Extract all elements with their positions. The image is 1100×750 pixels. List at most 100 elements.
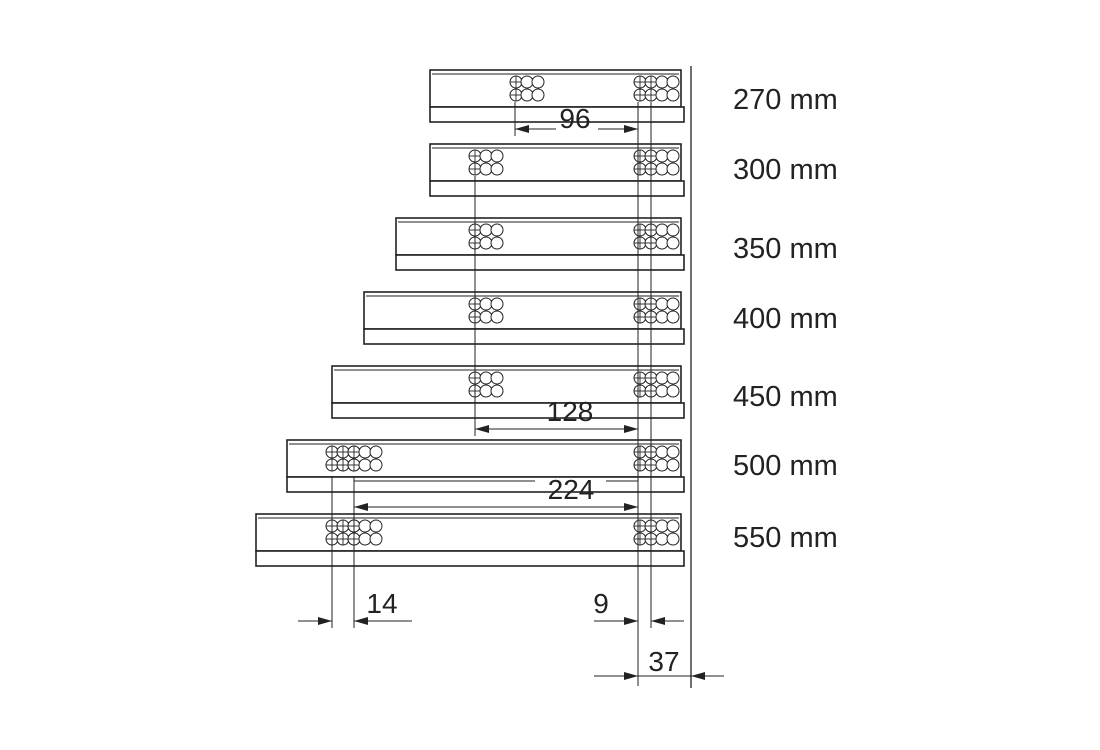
mounting-hole-marked [347, 458, 361, 472]
dimension-37-label: 37 [648, 646, 679, 677]
runner-lower-member [429, 106, 685, 123]
mounting-hole [479, 384, 493, 398]
mounting-hole [655, 88, 669, 102]
mounting-hole-marked [468, 149, 482, 163]
dimension-96: 96 [515, 103, 638, 134]
mounting-hole [369, 458, 383, 472]
length-label-400: 400 mm [733, 303, 838, 335]
mounting-hole-marked [633, 519, 647, 533]
runner-upper-member [286, 439, 682, 478]
mounting-hole [479, 236, 493, 250]
mounting-hole [655, 532, 669, 546]
mounting-hole [666, 236, 680, 250]
mounting-hole [666, 384, 680, 398]
mounting-hole [655, 371, 669, 385]
runner-upper-member [255, 513, 682, 552]
mounting-hole [490, 236, 504, 250]
mounting-hole [358, 458, 372, 472]
dimension-9: 9 [593, 588, 684, 625]
runner-500 [286, 439, 685, 493]
mounting-hole-marked [633, 384, 647, 398]
runner-300 [429, 143, 685, 197]
mounting-hole-marked [633, 458, 647, 472]
mounting-hole [490, 384, 504, 398]
mounting-hole [369, 532, 383, 546]
dimension-96-label: 96 [559, 103, 590, 134]
mounting-hole [490, 223, 504, 237]
length-label-500: 500 mm [733, 450, 838, 482]
mounting-hole-marked [336, 458, 350, 472]
mounting-hole-marked [325, 458, 339, 472]
dimension-128: 128 [475, 396, 638, 433]
mounting-hole [479, 310, 493, 324]
mounting-hole [520, 75, 534, 89]
runner-upper-member [331, 365, 682, 404]
mounting-hole-marked [347, 445, 361, 459]
runner-400 [363, 291, 685, 345]
mounting-hole-marked [325, 445, 339, 459]
mounting-hole [369, 445, 383, 459]
mounting-hole [666, 458, 680, 472]
runner-upper-member [363, 291, 682, 330]
mounting-hole [655, 519, 669, 533]
mounting-hole [666, 162, 680, 176]
mounting-hole-marked [336, 532, 350, 546]
mounting-hole [531, 88, 545, 102]
mounting-hole-marked [633, 310, 647, 324]
mounting-hole [666, 88, 680, 102]
mounting-hole [655, 458, 669, 472]
mounting-hole-marked [509, 88, 523, 102]
mounting-hole-marked [509, 75, 523, 89]
runner-lower-member [331, 402, 685, 419]
mounting-hole-marked [633, 223, 647, 237]
mounting-hole-marked [633, 149, 647, 163]
length-label-270: 270 mm [733, 84, 838, 116]
mounting-hole [655, 162, 669, 176]
mounting-hole [666, 371, 680, 385]
runner-550 [255, 513, 685, 567]
runner-350 [395, 217, 685, 271]
mounting-hole [490, 310, 504, 324]
length-labels: 270 mm 300 mm 350 mm 400 mm 450 mm 500 m… [733, 84, 838, 554]
mounting-hole-marked [336, 445, 350, 459]
dimension-128-label: 128 [547, 396, 594, 427]
length-label-350: 350 mm [733, 233, 838, 265]
reference-lines [331, 102, 652, 686]
mounting-hole [490, 371, 504, 385]
mounting-hole-marked [468, 162, 482, 176]
mounting-hole [479, 223, 493, 237]
mounting-hole [479, 371, 493, 385]
runner-lower-member [255, 550, 685, 567]
mounting-hole [490, 162, 504, 176]
runner-upper-member [395, 217, 682, 256]
mounting-hole [520, 88, 534, 102]
mounting-hole [655, 236, 669, 250]
dimension-224: 224 [354, 474, 638, 511]
mounting-hole [358, 445, 372, 459]
mounting-hole-marked [644, 88, 658, 102]
mounting-hole-marked [633, 236, 647, 250]
mounting-hole [490, 149, 504, 163]
mounting-hole-marked [633, 445, 647, 459]
mounting-hole [490, 297, 504, 311]
mounting-hole-marked [644, 75, 658, 89]
mounting-hole [655, 149, 669, 163]
runner-lower-member [395, 254, 685, 271]
dimension-9-label: 9 [593, 588, 609, 619]
mounting-hole [655, 310, 669, 324]
dimension-14-label: 14 [366, 588, 397, 619]
mounting-hole [479, 149, 493, 163]
runner-group [255, 69, 685, 567]
mounting-hole-marked [633, 532, 647, 546]
mounting-hole [666, 445, 680, 459]
runner-upper-member [429, 69, 682, 108]
mounting-hole [655, 297, 669, 311]
mounting-hole [655, 223, 669, 237]
dimension-37: 37 [594, 646, 724, 680]
mounting-hole [666, 532, 680, 546]
mounting-hole [666, 310, 680, 324]
mounting-hole [666, 75, 680, 89]
length-label-550: 550 mm [733, 522, 838, 554]
dimension-14: 14 [298, 588, 412, 625]
